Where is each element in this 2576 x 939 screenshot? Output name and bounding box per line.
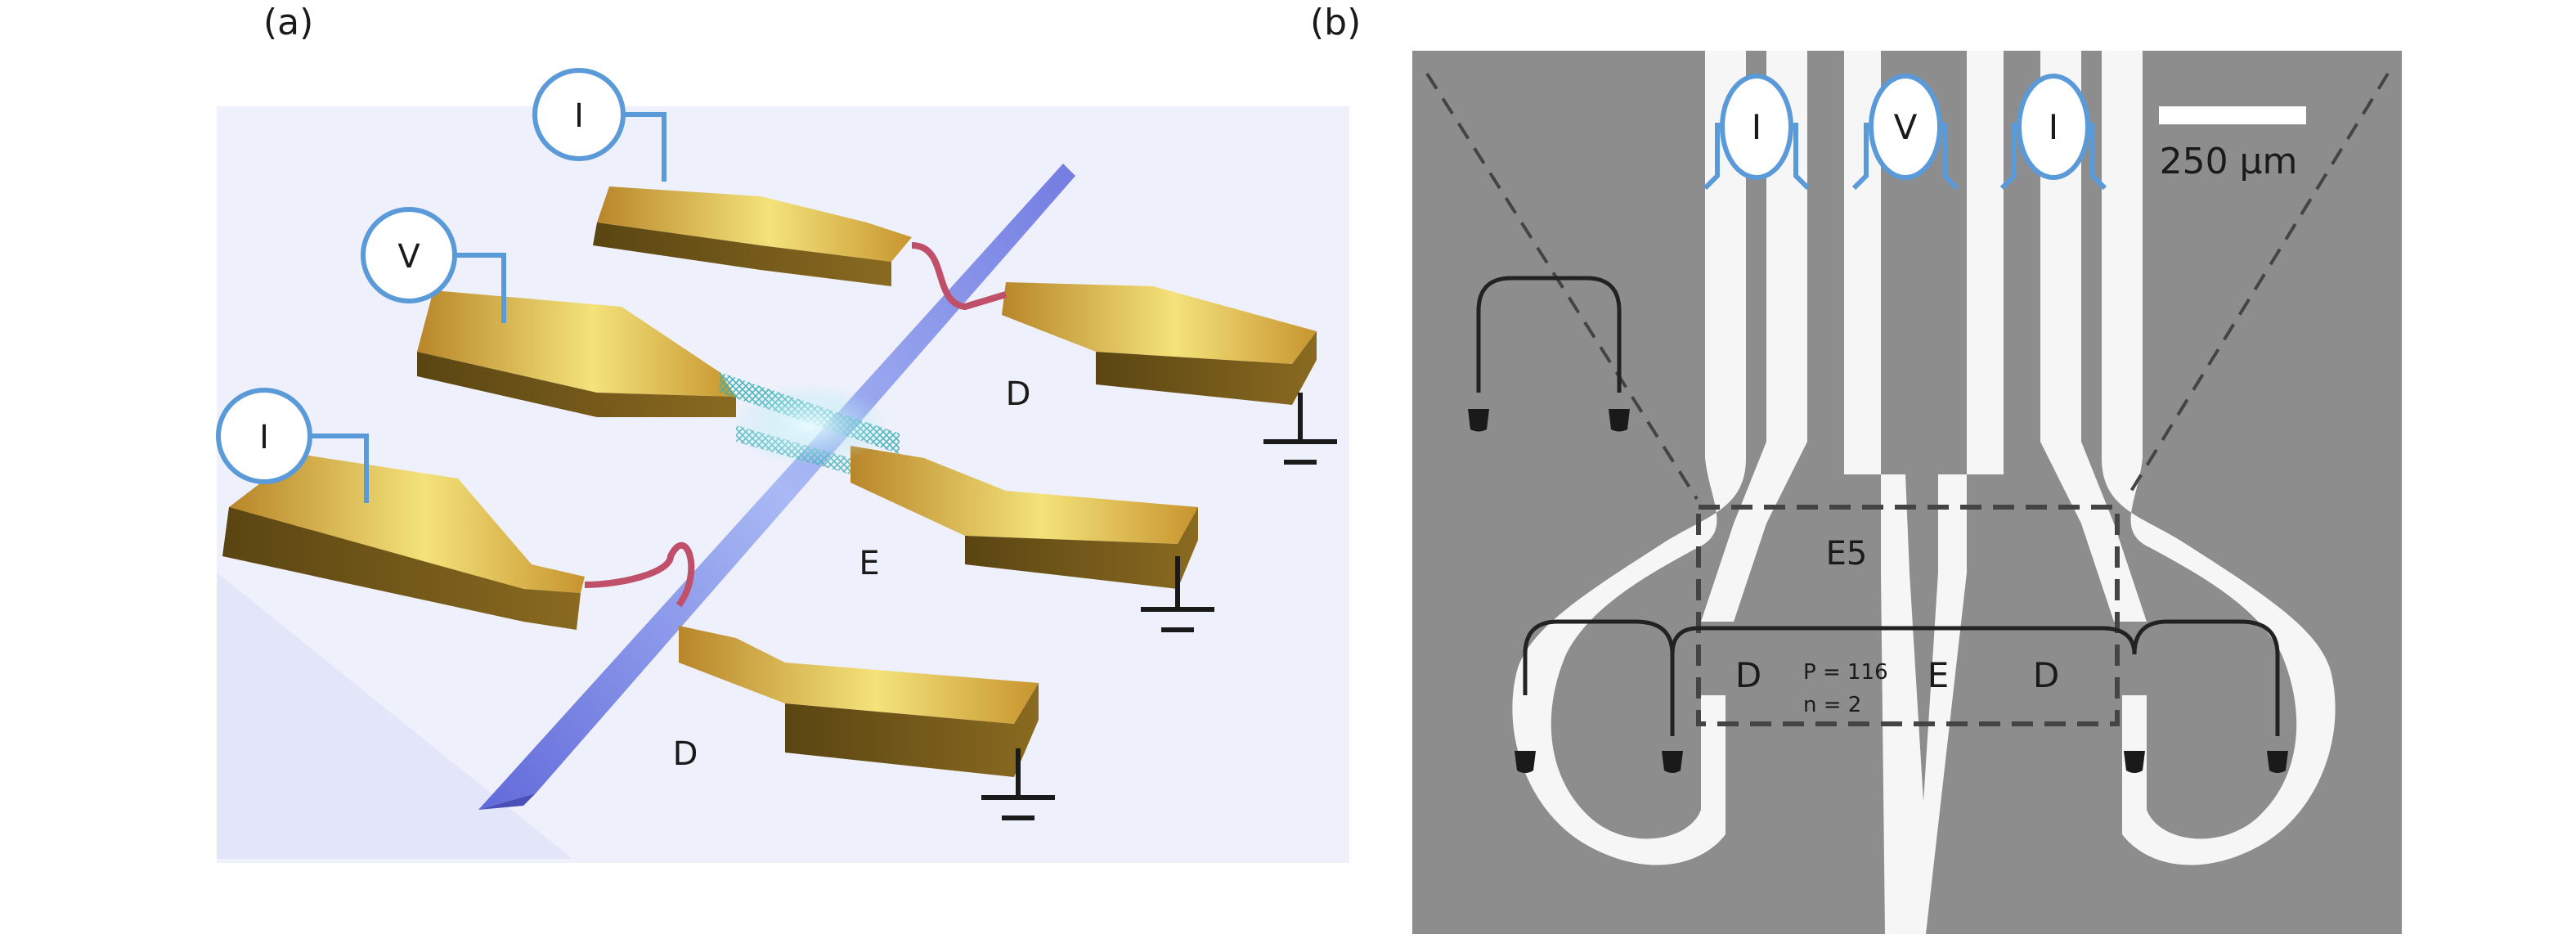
region-label-d-top: D (1006, 375, 1031, 413)
pad-mid-right (850, 446, 1198, 589)
panel-b-label: (b) (1310, 2, 1362, 43)
probe-i-bottom-label: I (259, 419, 269, 456)
scale-bar-label: 250 μm (2160, 141, 2298, 182)
panel-a-label: (a) (263, 2, 314, 43)
pad-bottom-right (679, 626, 1039, 777)
scale-bar (2159, 106, 2306, 124)
ground-symbol-2 (1141, 556, 1214, 632)
panel-a-shade (217, 573, 572, 859)
probe-i-bottom (216, 388, 369, 503)
alignment-lines (1425, 72, 2390, 501)
region-box-e5 (1696, 505, 2120, 726)
region-b-d-right: D (2033, 655, 2059, 695)
region-b-e: E (1928, 655, 1950, 695)
ground-symbol-1 (1263, 393, 1337, 465)
probe-b-i-left (1703, 74, 1811, 191)
probes-a (216, 68, 666, 503)
grating-couplers (1468, 409, 2288, 773)
probe-v (361, 207, 506, 323)
pad-bottom-left (222, 454, 585, 630)
probe-v-label: V (397, 238, 420, 276)
box-label-e5: E5 (1826, 535, 1868, 573)
probe-b-i-right (1999, 74, 2107, 191)
probe-b-i-left-label: I (1752, 107, 1761, 147)
nanowire-mesh (720, 372, 900, 474)
probe-b-i-right-label: I (2049, 107, 2058, 147)
panel-b: 250 μm I V I E5 D E D P = 116 n = 2 (1412, 51, 2402, 934)
region-label-e: E (859, 545, 879, 582)
panel-a: I V I D E D (216, 68, 1349, 863)
loop-connectors (584, 242, 1008, 608)
param-p: P = 116 (1803, 660, 1888, 685)
probe-b-v (1851, 74, 1959, 191)
ground-symbols (981, 393, 1337, 820)
ground-symbol-3 (981, 748, 1055, 820)
pad-top-left (593, 186, 912, 286)
test-waveguide (1476, 276, 1622, 393)
probes-b (1703, 74, 2107, 191)
probe-i-top (532, 68, 666, 182)
param-n: n = 2 (1803, 693, 1861, 717)
probe-i-top-label: I (574, 97, 584, 135)
pad-mid-left (417, 290, 736, 417)
waveguide (478, 164, 1075, 810)
probe-b-v-label: V (1894, 107, 1918, 147)
region-b-d-left: D (1735, 655, 1761, 695)
pad-top-right (1002, 282, 1317, 405)
region-label-d-bottom: D (673, 735, 698, 773)
waveguide-path (1523, 619, 2280, 736)
